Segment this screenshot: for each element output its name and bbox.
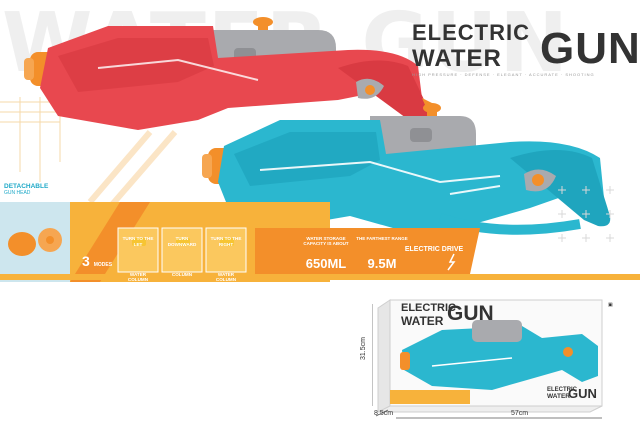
title-electric: ELECTRIC [412, 20, 530, 45]
mode-1-caption: TURN TO THE LET [122, 236, 154, 247]
mode-1-column: WATER COLUMN [127, 272, 149, 282]
mode-2-caption: TURN DOWNWARD [167, 236, 197, 247]
dimension-width: 57cm [511, 410, 529, 417]
package-title-gun: GUN [447, 302, 494, 325]
detachable-title: DETACHABLE [4, 183, 49, 190]
dimension-depth: 8.5cm [374, 410, 394, 417]
red-water-gun [24, 17, 434, 130]
package-title-water: WATER [401, 314, 444, 328]
feature-banner [0, 202, 640, 282]
modes-badge: 3 MODES [82, 253, 112, 269]
modes-label: MODES [93, 262, 113, 268]
package-box: ▣ [372, 299, 613, 419]
title-subtitle: HIGH PRESSURE · DEFENSE · ELEGANT · ACCU… [412, 72, 595, 77]
mode-3-column: WATER COLUMN [215, 272, 237, 282]
dimension-height: 31.5cm [360, 337, 367, 360]
storage-label: WATER STORAGE CAPACITY IS ABOUT [303, 236, 349, 246]
package-title-electric: ELECTRIC [401, 302, 456, 314]
range-value: 9.5M [367, 256, 397, 271]
product-title: ELECTRIC WATER GUN HIGH PRESSURE · DEFEN… [412, 20, 640, 78]
package-side-gun: GUN [568, 386, 597, 401]
electric-drive-label: ELECTRIC DRIVE [404, 246, 464, 253]
detachable-subtitle: GUN HEAD [4, 190, 31, 196]
title-water: WATER [412, 45, 502, 72]
title-gun: GUN [540, 24, 640, 73]
decorative-lines [0, 92, 178, 209]
brand-logo: ▣ [608, 302, 613, 308]
mode-3-caption: TURN TO THE RIGHT [210, 236, 242, 247]
mode-2-column: COLUMN [171, 272, 193, 277]
plus-decoration [558, 186, 614, 242]
package-side-water: WATER [547, 393, 570, 400]
range-label: THE FARTHEST RANGE [356, 236, 408, 241]
package-side-electric: ELECTRIC [547, 387, 577, 393]
modes-number: 3 [82, 253, 90, 269]
detachable-label: DETACHABLE GUN HEAD [4, 183, 48, 197]
storage-value: 650ML [305, 256, 347, 271]
